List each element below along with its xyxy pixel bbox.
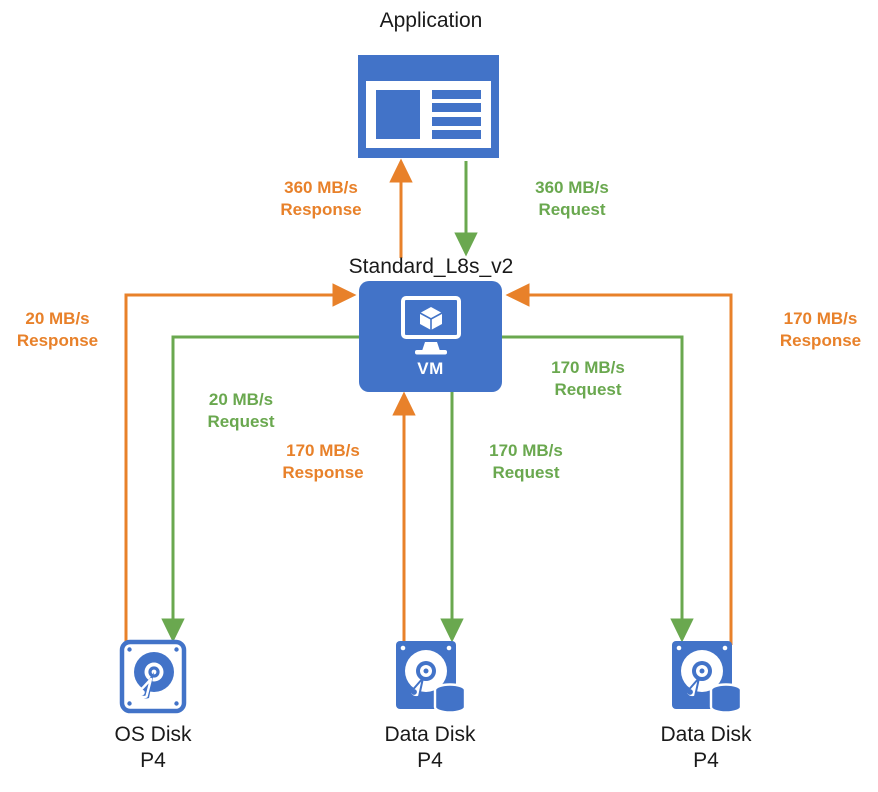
monitor-with-cube-icon — [400, 295, 461, 354]
os-disk-label: OS Disk P4 — [114, 723, 192, 772]
flow-label-datadisk2-response: 170 MB/s Response — [779, 309, 862, 351]
application-label: Application — [379, 9, 483, 32]
application-window-icon — [358, 55, 499, 158]
flow-label-osdisk-request: 20 MB/s Request — [207, 390, 275, 432]
data-disk-1-label: Data Disk P4 — [384, 723, 476, 772]
flow-label-app-response: 360 MB/s Response — [280, 178, 362, 220]
data-disk-1-icon — [394, 638, 469, 715]
hard-drive-with-database-icon — [672, 641, 743, 714]
application-text-line — [432, 116, 481, 126]
application-text-lines — [432, 90, 481, 139]
application-text-line — [432, 103, 481, 113]
flow-label-datadisk2-request: 170 MB/s Request — [551, 358, 625, 400]
data-disk-2-icon — [670, 638, 745, 715]
application-text-line — [432, 90, 481, 99]
hard-drive-with-database-icon — [396, 641, 467, 714]
virtual-machine-icon: VM — [359, 281, 502, 392]
application-text-line — [432, 129, 481, 139]
flow-label-datadisk1-response: 170 MB/s Response — [282, 441, 364, 483]
vm-badge-label: VM — [417, 358, 444, 378]
os-disk-icon — [118, 638, 188, 715]
flow-label-osdisk-response: 20 MB/s Response — [16, 309, 99, 351]
application-thumbnail-block — [376, 90, 420, 139]
application-window-content — [366, 81, 491, 148]
flow-label-app-request: 360 MB/s Request — [535, 178, 609, 220]
arrow-osdisk-request — [161, 335, 360, 643]
hard-drive-outline-icon — [119, 639, 187, 714]
data-disk-2-label: Data Disk P4 — [660, 723, 752, 772]
vm-label: Standard_L8s_v2 — [348, 255, 514, 278]
flow-label-datadisk1-request: 170 MB/s Request — [489, 441, 563, 483]
